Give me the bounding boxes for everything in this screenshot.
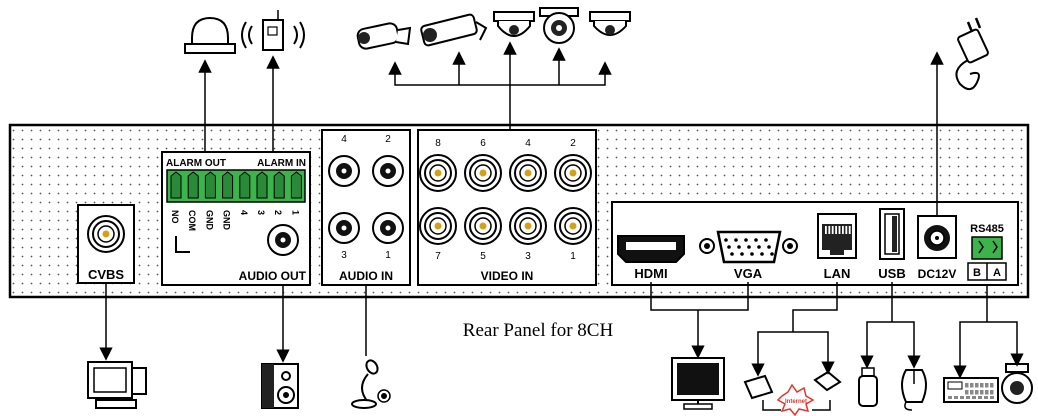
alarm-terminal-block — [166, 169, 306, 203]
com-bracket — [175, 236, 190, 253]
usb-label: USB — [878, 266, 905, 281]
audio-in-jack — [328, 212, 360, 244]
alarm-terminal-label: 4 — [239, 210, 249, 215]
cvbs-label: CVBS — [88, 267, 124, 282]
power-adapter-icon — [955, 17, 989, 91]
video-in-number: 7 — [435, 251, 441, 262]
alarm-block: ALARM OUT ALARM IN NO COM GND GND 4 3 2 1 AUDIO… — [161, 151, 311, 286]
rs485-port: RS485 B A — [967, 223, 1007, 281]
video-in-bnc-jack — [419, 154, 457, 192]
video-in-label: VIDEO IN — [481, 269, 534, 283]
video-in-bnc-jack — [509, 207, 547, 245]
internet-label: Internet — [785, 399, 807, 405]
video-in-number: 2 — [570, 138, 576, 149]
alarm-in-label: ALARM IN — [257, 158, 306, 169]
lcd-monitor-icon — [671, 357, 725, 410]
alarm-terminal-label: 3 — [256, 210, 266, 215]
video-in-bnc-jack — [554, 154, 592, 192]
vga-label: VGA — [734, 266, 763, 281]
ptz-dome-camera-icon — [1001, 363, 1033, 404]
audio-in-number: 3 — [341, 250, 347, 261]
crt-monitor-icon — [87, 361, 147, 409]
alarm-terminal-label: 1 — [290, 210, 300, 215]
alarm-terminal-label: GND — [204, 210, 214, 231]
pc-icon — [743, 374, 774, 400]
audio-in-jack — [328, 155, 360, 187]
mouse-icon — [901, 369, 927, 411]
audio-in-block: 4 2 3 1 AUDIO IN — [321, 129, 411, 286]
io-block: HDMI VGA LAN USB — [611, 201, 1019, 286]
box-camera-icon — [420, 13, 488, 47]
dome-camera-icon-2 — [539, 7, 579, 44]
alarm-out-label: ALARM OUT — [166, 158, 226, 169]
video-in-number: 6 — [480, 138, 486, 149]
wireless-sensor-icon — [241, 10, 305, 51]
lan-port: LAN — [817, 213, 857, 281]
audio-in-number: 4 — [341, 134, 347, 145]
rs485-b-label: B — [973, 267, 981, 279]
video-in-bnc-jack — [464, 207, 502, 245]
audio-in-number: 1 — [385, 250, 391, 261]
ptz-keyboard-icon — [943, 377, 999, 403]
video-in-number: 4 — [525, 138, 531, 149]
vga-port: VGA — [699, 230, 798, 281]
video-in-number: 1 — [570, 251, 576, 262]
video-in-bnc-jack — [509, 154, 547, 192]
bullet-camera-icon — [356, 22, 412, 50]
hdmi-port: HDMI — [617, 235, 685, 281]
video-in-bnc-jack — [554, 207, 592, 245]
router-icon — [813, 370, 842, 392]
audio-in-number: 2 — [385, 134, 391, 145]
alarm-terminal-label: GND — [222, 210, 232, 231]
diagram-caption: Rear Panel for 8CH — [463, 320, 614, 341]
alarm-terminal-label: NO — [170, 210, 180, 224]
rs485-a-label: A — [993, 267, 1001, 279]
speaker-icon — [261, 363, 299, 409]
audio-in-jack — [372, 212, 404, 244]
lan-label: LAN — [824, 266, 851, 281]
video-in-bnc-jack — [464, 154, 502, 192]
dome-camera-icon-3 — [589, 11, 631, 36]
alarm-terminal-label: COM — [187, 210, 197, 231]
audio-in-jack — [372, 155, 404, 187]
usb-port: USB — [878, 208, 906, 281]
video-in-number: 5 — [480, 251, 486, 262]
video-in-bnc-jack — [419, 207, 457, 245]
dc12v-label: DC12V — [918, 267, 957, 281]
dome-camera-icon-1 — [493, 11, 535, 37]
alarm-terminal-label: 2 — [273, 210, 283, 215]
audio-out-jack — [267, 224, 299, 256]
microphone-icon — [351, 359, 391, 409]
audio-in-label: AUDIO IN — [339, 269, 393, 283]
usb-flash-drive-icon — [858, 367, 878, 407]
video-in-block: 8 6 4 2 7 5 3 1 VIDEO IN — [417, 129, 597, 286]
connection-lines — [99, 41, 1024, 379]
cvbs-port: CVBS — [77, 204, 135, 284]
video-in-number: 8 — [435, 138, 441, 149]
video-in-number: 3 — [525, 251, 531, 262]
dc-power-port: DC12V — [917, 215, 957, 281]
alarm-siren-icon — [184, 16, 236, 54]
rs485-label: RS485 — [970, 223, 1004, 235]
audio-out-label: AUDIO OUT — [239, 269, 307, 283]
internet-icon: Internet — [762, 383, 831, 416]
hdmi-label: HDMI — [634, 266, 667, 281]
